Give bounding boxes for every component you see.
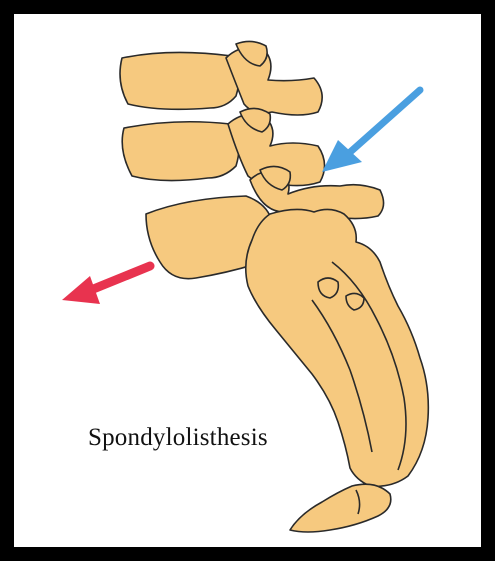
coccyx: [290, 484, 391, 532]
vertebra-l4-body: [122, 122, 239, 181]
anterior-arrow-icon: [62, 266, 150, 304]
sacrum: [246, 209, 429, 486]
indicator-arrow-icon: [322, 90, 420, 172]
vertebra-l3-body: [120, 52, 239, 109]
diagram-caption: Spondylolisthesis: [88, 424, 268, 452]
vertebra-l3-posterior: [226, 47, 322, 115]
